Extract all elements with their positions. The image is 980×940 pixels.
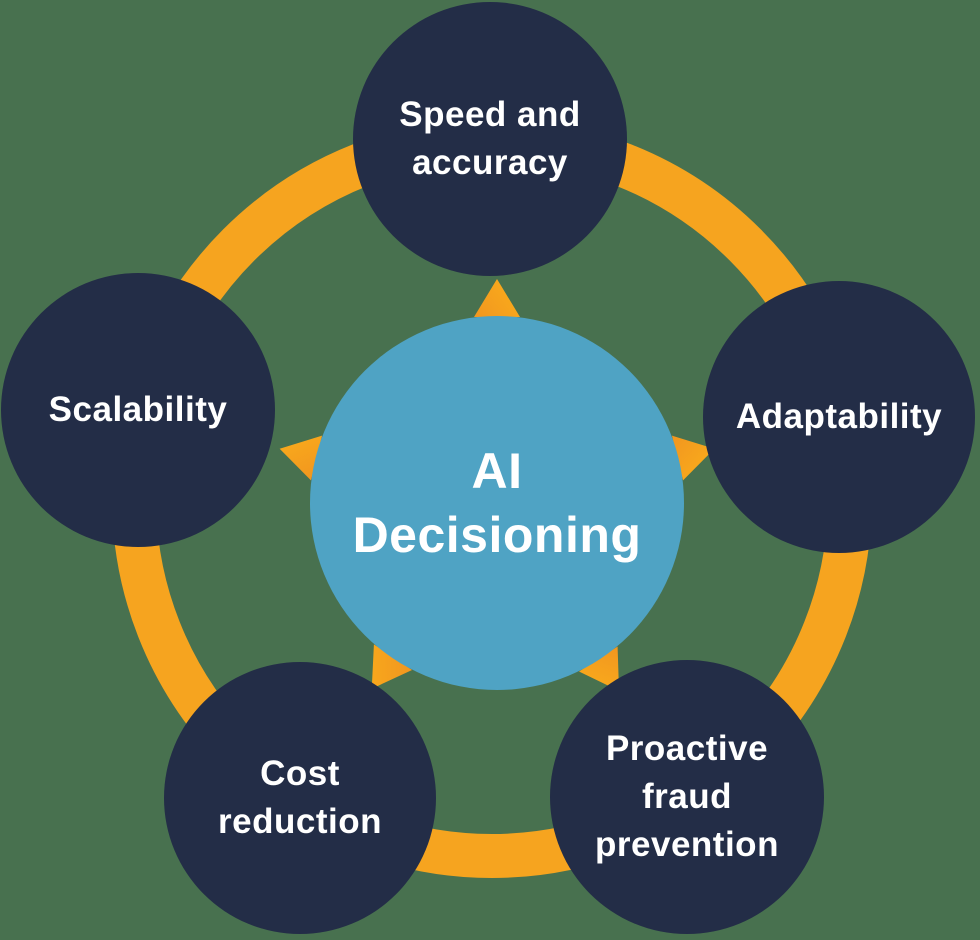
arrow-right-icon	[651, 435, 715, 481]
node-label-line: reduction	[218, 802, 382, 841]
node-label-line: prevention	[595, 825, 779, 864]
arrow-up-icon	[474, 279, 520, 341]
node-label-line: Cost	[260, 754, 340, 793]
node-label-line: Adaptability	[735, 397, 943, 436]
node-label-line: Scalability	[48, 390, 228, 429]
center-label-line: Decisioning	[352, 507, 642, 563]
center-label-line: AI	[471, 443, 523, 499]
node-label-line: accuracy	[412, 143, 568, 182]
node-proactive-fraud-prevention: Proactive fraud prevention	[550, 660, 824, 934]
node-label-line: fraud	[642, 777, 732, 816]
node-adaptability: Adaptability	[703, 281, 975, 553]
node-cost-reduction: Cost reduction	[164, 662, 436, 934]
center-node-ai-decisioning: AI Decisioning	[310, 316, 684, 690]
node-label-line: Proactive	[605, 729, 769, 768]
node-speed-and-accuracy: Speed and accuracy	[353, 2, 627, 276]
node-label-line: Speed and	[399, 95, 581, 134]
node-scalability: Scalability	[1, 273, 275, 547]
